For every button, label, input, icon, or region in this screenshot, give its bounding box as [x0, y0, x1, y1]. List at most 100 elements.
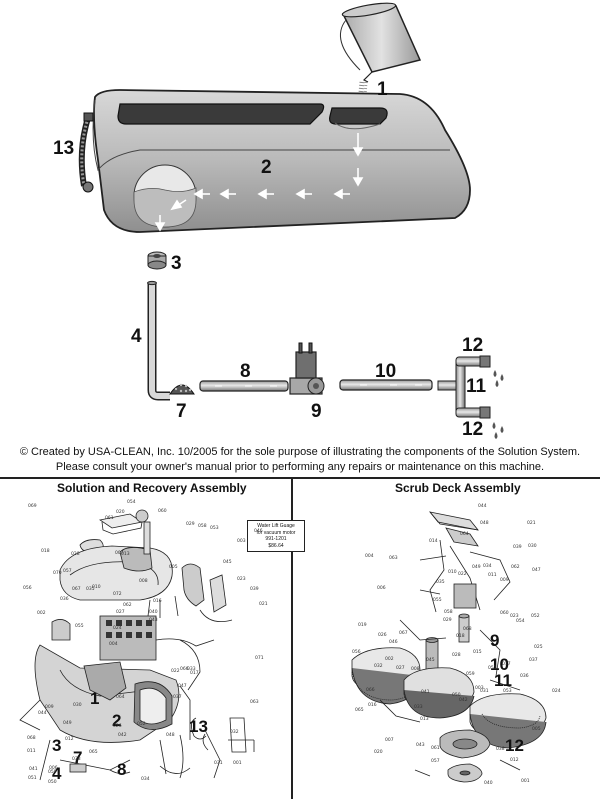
tee-fitting — [437, 355, 491, 419]
callout-12-top: 12 — [462, 335, 484, 356]
vertical-divider — [291, 478, 293, 799]
part-number-label: 067 — [399, 631, 408, 636]
part-number-label: 030 — [73, 703, 82, 708]
part-number-label: 034 — [483, 564, 492, 569]
left-callout-2: 2 — [112, 711, 122, 730]
part-number-label: 049 — [472, 565, 481, 570]
part-number-label: 004 — [109, 642, 118, 647]
part-number-label: 048 — [480, 521, 489, 526]
part-number-label: 042 — [459, 698, 468, 703]
part-number-label: 041 — [29, 767, 38, 772]
copyright-notice: © Created by USA-CLEAN, Inc. 10/2005 for… — [0, 445, 600, 475]
water-lift-gauge-box: Water Lift Guage for vacuum motor 991-12… — [247, 520, 305, 552]
part-number-label: 045 — [426, 658, 435, 663]
callout-7: 7 — [176, 401, 187, 422]
part-number-label: 024 — [552, 689, 561, 694]
part-number-label: 054 — [516, 619, 525, 624]
part-number-label: 046 — [254, 529, 263, 534]
part-number-label: 018 — [456, 634, 465, 639]
part-number-label: 054 — [127, 500, 136, 505]
part-number-label: 058 — [444, 610, 453, 615]
part-number-label: 056 — [352, 650, 361, 655]
water-lift-line-2: for vacuum motor — [256, 529, 296, 536]
part-number-label: 059 — [466, 672, 475, 677]
right-callout-10: 10 — [490, 655, 509, 674]
part-number-label: 006 — [49, 766, 58, 771]
part-number-label: 034 — [141, 777, 150, 782]
part-number-label: 029 — [186, 522, 195, 527]
part-number-label: 031 — [480, 689, 489, 694]
part-number-label: 061 — [431, 746, 440, 751]
right-callout-9: 9 — [490, 631, 500, 650]
part-number-label: 037 — [529, 658, 538, 663]
part-number-label: 052 — [531, 614, 540, 619]
callout-1: 1 — [377, 79, 388, 100]
part-number-label: 038 — [72, 757, 81, 762]
part-number-label: 013 — [420, 717, 429, 722]
part-number-label: 037 — [173, 695, 182, 700]
callout-4: 4 — [131, 326, 142, 347]
part-number-label: 024 — [113, 626, 122, 631]
part-number-label: 072 — [113, 592, 122, 597]
part-number-label: 045 — [223, 560, 232, 565]
part-number-label: 021 — [259, 602, 268, 607]
part-number-label: 064 — [460, 532, 469, 537]
part-number-label: 035 — [86, 587, 95, 592]
part-number-label: 057 — [431, 759, 440, 764]
part-number-label: 032 — [230, 730, 239, 735]
left-panel-title: Solution and Recovery Assembly — [57, 481, 247, 495]
solution-tank — [92, 89, 471, 233]
part-number-label: 055 — [433, 598, 442, 603]
part-number-label: 010 — [448, 570, 457, 575]
part-number-label: 003 — [237, 539, 246, 544]
part-number-label: 062 — [511, 565, 520, 570]
tube-8 — [199, 380, 289, 392]
water-lift-line-1: Water Lift Guage — [257, 523, 295, 529]
part-number-label: 017 — [190, 671, 199, 676]
part-number-label: 009 — [45, 705, 54, 710]
part-number-label: 019 — [358, 623, 367, 628]
strainer — [169, 383, 195, 395]
callout-8: 8 — [240, 361, 251, 382]
part-number-label: 001 — [233, 761, 242, 766]
part-number-label: 007 — [385, 738, 394, 743]
copyright-line-2: Please consult your owner's manual prior… — [55, 461, 545, 473]
right-panel-title: Scrub Deck Assembly — [395, 481, 521, 495]
part-number-label: 044 — [38, 711, 47, 716]
part-number-label: 066 — [366, 688, 375, 693]
solenoid-valve — [289, 342, 325, 395]
part-number-label: 046 — [389, 640, 398, 645]
part-number-label: 040 — [149, 610, 158, 615]
water-lift-line-4: $86.64 — [268, 542, 284, 549]
part-number-label: 044 — [478, 504, 487, 509]
part-number-label: 035 — [436, 580, 445, 585]
part-number-label: 027 — [116, 610, 125, 615]
part-number-label: 059 — [48, 770, 57, 775]
part-number-label: 020 — [374, 750, 383, 755]
horizontal-divider — [0, 477, 600, 479]
part-number-label: 028 — [452, 653, 461, 658]
callout-13: 13 — [53, 138, 75, 159]
part-number-label: 038 — [496, 747, 505, 752]
callout-12-bottom: 12 — [462, 419, 484, 440]
part-number-label: 027 — [396, 666, 405, 671]
part-number-label: 057 — [63, 569, 72, 574]
part-number-label: 033 — [414, 705, 423, 710]
part-number-label: 026 — [113, 724, 122, 729]
part-number-label: 064 — [116, 695, 125, 700]
part-number-label: 036 — [520, 674, 529, 679]
scrub-deck-exploded-view — [351, 511, 547, 783]
part-number-label: 040 — [484, 781, 493, 786]
part-number-label: 060 — [158, 509, 167, 514]
part-number-label: 013 — [121, 552, 130, 557]
part-number-label: 047 — [178, 684, 187, 689]
part-number-label: 050 — [452, 693, 461, 698]
part-number-label: 039 — [250, 587, 259, 592]
part-number-label: 033 — [187, 667, 196, 672]
water-lift-line-3: 991-1201 — [265, 536, 287, 542]
part-number-label: 030 — [528, 544, 537, 549]
part-number-label: 063 — [250, 700, 259, 705]
part-number-label: 043 — [149, 618, 158, 623]
solution-recovery-exploded-view — [19, 509, 255, 781]
